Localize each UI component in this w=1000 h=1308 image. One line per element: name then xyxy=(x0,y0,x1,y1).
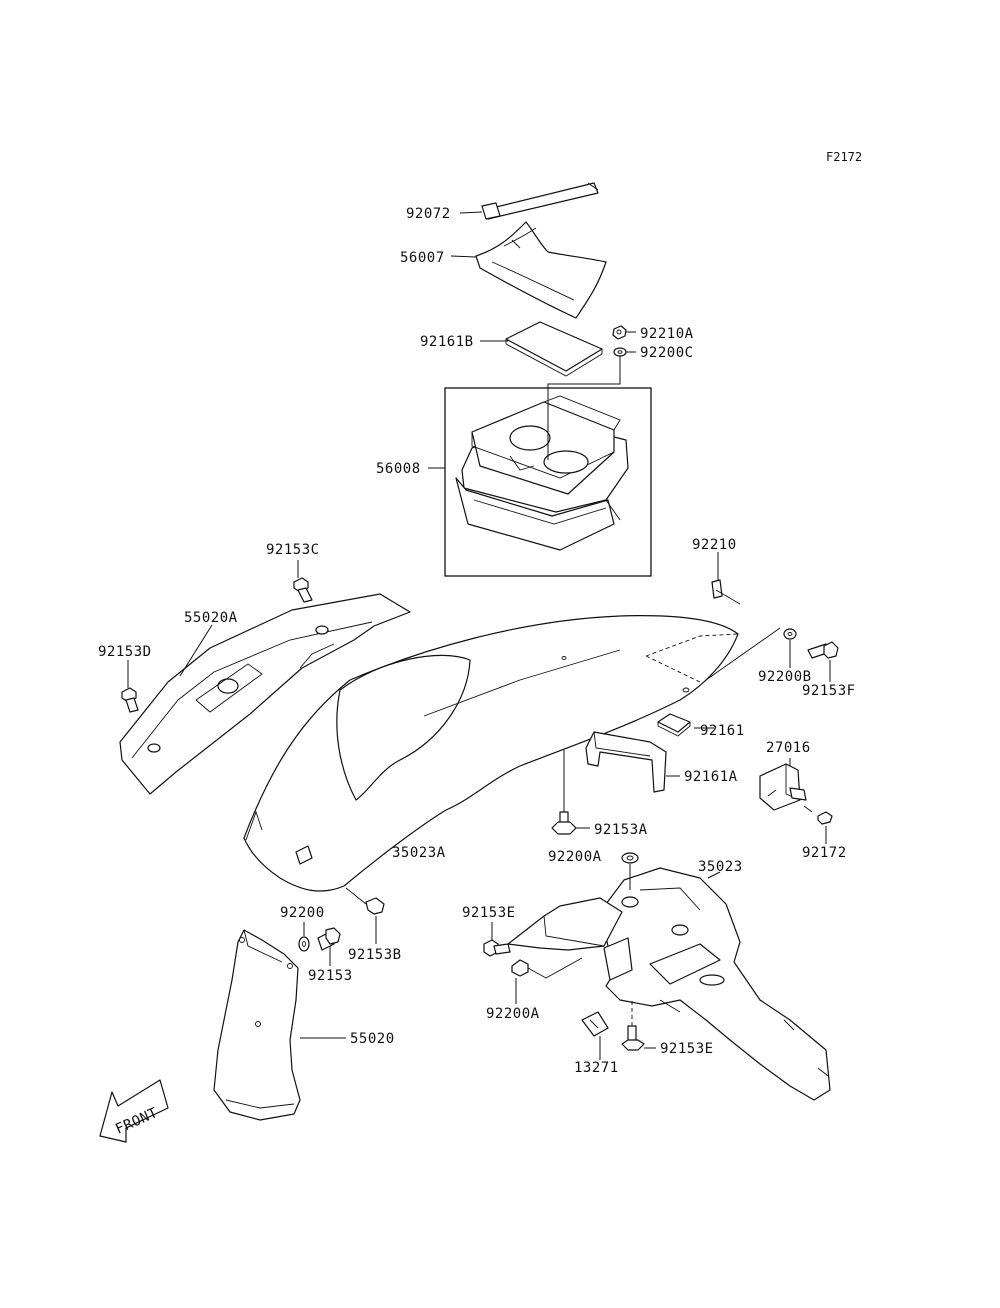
part-rear-bracket-35023 xyxy=(507,867,831,1101)
label-92200B: 92200B xyxy=(758,669,812,685)
part-washer-92200C xyxy=(613,347,627,357)
label-92161A: 92161A xyxy=(684,769,738,785)
part-washer-92200A-top xyxy=(621,852,639,864)
label-92161: 92161 xyxy=(700,723,745,739)
part-washer-92200B xyxy=(705,627,797,681)
label-56007: 56007 xyxy=(400,250,445,266)
part-mud-guard-55020 xyxy=(213,929,301,1121)
label-92200A-top: 92200A xyxy=(548,849,602,865)
part-bolt-92153D xyxy=(121,687,139,713)
label-35023A: 35023A xyxy=(392,845,446,861)
part-screw-92172 xyxy=(803,805,833,825)
label-56008: 56008 xyxy=(376,461,421,477)
part-washer-92200 xyxy=(298,936,310,952)
part-clip-13271 xyxy=(581,1011,609,1037)
label-92200A-bottom: 92200A xyxy=(486,1006,540,1022)
label-92153: 92153 xyxy=(308,968,353,984)
part-rear-fender-35023A xyxy=(243,615,739,892)
part-bolt-92153 xyxy=(317,927,341,951)
part-bolt-92153E-bottom xyxy=(621,1000,645,1051)
part-bolt-92153A xyxy=(551,750,577,835)
part-bolt-92153E-left xyxy=(483,939,511,957)
label-92210A: 92210A xyxy=(640,326,694,342)
label-92172: 92172 xyxy=(802,845,847,861)
label-92210: 92210 xyxy=(692,537,737,553)
part-relay-27016 xyxy=(759,763,807,811)
label-92153D: 92153D xyxy=(98,644,152,660)
label-92072: 92072 xyxy=(406,206,451,222)
label-55020A: 55020A xyxy=(184,610,238,626)
label-92153B: 92153B xyxy=(348,947,402,963)
label-92200C: 92200C xyxy=(640,345,694,361)
part-bolt-92153B xyxy=(345,887,385,915)
label-92153A: 92153A xyxy=(594,822,648,838)
label-55020: 55020 xyxy=(350,1031,395,1047)
part-bracket-92161A xyxy=(585,731,667,793)
part-strap-92072 xyxy=(481,182,599,220)
part-bolt-92153C xyxy=(293,577,313,603)
part-nut-92210 xyxy=(711,579,741,605)
leader-lines xyxy=(127,211,831,1060)
part-pad-92161B xyxy=(505,321,603,377)
label-92153E-left: 92153E xyxy=(462,905,516,921)
part-tool-case-56008 xyxy=(455,395,629,551)
label-35023: 35023 xyxy=(698,859,743,875)
label-92153C: 92153C xyxy=(266,542,320,558)
part-washer-92200A-bottom xyxy=(511,957,583,979)
label-92200: 92200 xyxy=(280,905,325,921)
front-arrow-icon: FRONT xyxy=(99,1079,169,1143)
part-nut-92210A xyxy=(612,325,627,340)
label-13271: 13271 xyxy=(574,1060,619,1076)
part-tool-bag-56007 xyxy=(475,221,607,319)
part-bolt-92153F xyxy=(807,641,839,659)
part-chain-guard-55020A xyxy=(119,593,411,795)
label-92153F: 92153F xyxy=(802,683,856,699)
label-27016: 27016 xyxy=(766,740,811,756)
label-92161B: 92161B xyxy=(420,334,474,350)
part-labels: 92072 56007 92161B 92210A 92200C 56008 9… xyxy=(98,206,856,1076)
label-92153E-bottom: 92153E xyxy=(660,1041,714,1057)
part-pad-92161 xyxy=(657,713,691,737)
figure-code: F2172 xyxy=(826,150,862,164)
